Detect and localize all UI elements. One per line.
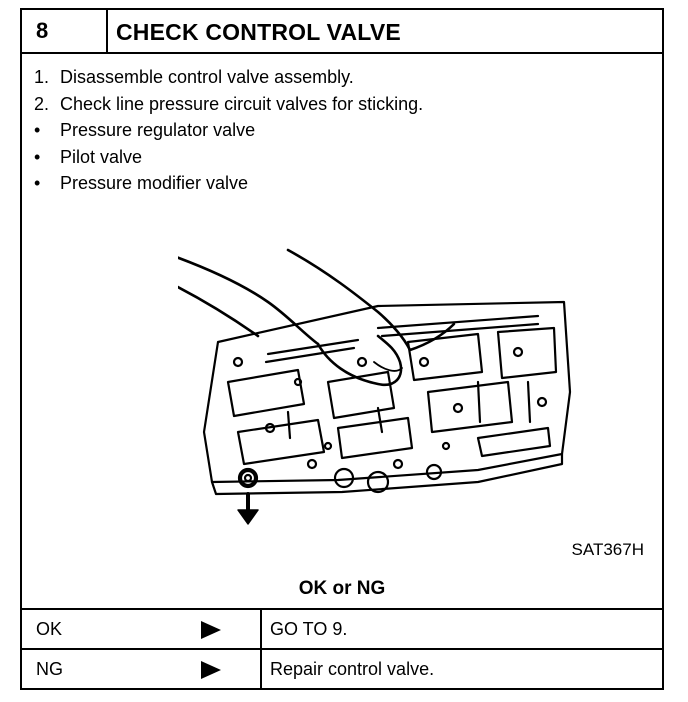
decision-result: GO TO 9.	[260, 610, 347, 648]
instruction-item: 1.Disassemble control valve assembly.	[34, 67, 354, 87]
step-header: 8 CHECK CONTROL VALVE	[22, 10, 662, 54]
decision-row-ng: NG Repair control valve.	[22, 648, 662, 690]
decision-label: NG	[36, 659, 63, 679]
procedure-table: 8 CHECK CONTROL VALVE 1.Disassemble cont…	[20, 8, 664, 690]
figure-id: SAT367H	[571, 540, 644, 559]
control-valve-illustration	[178, 248, 572, 525]
decision-result: Repair control valve.	[260, 650, 434, 690]
triangle-arrow-icon	[201, 661, 221, 679]
instruction-item: •Pilot valve	[34, 146, 143, 167]
instruction-list: 1.Disassemble control valve assembly. 2.…	[34, 64, 423, 197]
step-number: 8	[22, 10, 108, 52]
instruction-item: 2.Check line pressure circuit valves for…	[34, 93, 424, 114]
decision-prompt: OK or NG	[298, 578, 386, 599]
triangle-arrow-icon	[201, 621, 221, 639]
decision-row-ok: OK GO TO 9.	[22, 608, 662, 648]
step-title: CHECK CONTROL VALVE	[116, 19, 401, 45]
decision-label: OK	[36, 619, 63, 639]
instruction-item: •Pressure modifier valve	[34, 173, 249, 193]
instruction-item: •Pressure regulator valve	[34, 120, 256, 140]
